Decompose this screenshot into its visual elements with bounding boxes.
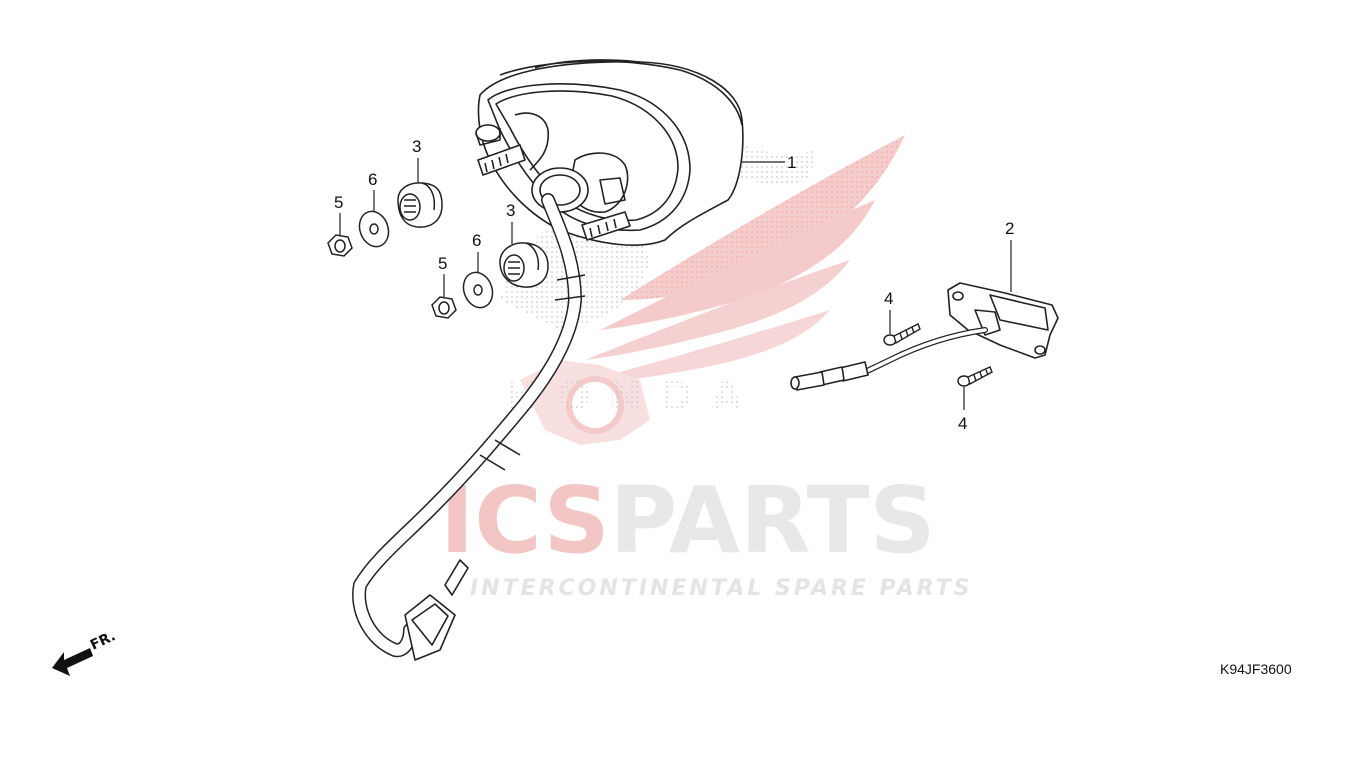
direction-label: FR. bbox=[88, 628, 118, 653]
grommet-lower bbox=[499, 242, 549, 288]
callout-1: 1 bbox=[787, 153, 796, 172]
callout-6-upper: 6 bbox=[368, 170, 377, 189]
washer-upper bbox=[358, 210, 390, 248]
screw-lower bbox=[957, 366, 993, 387]
brand-parts: PARTS bbox=[610, 467, 936, 574]
screw-upper bbox=[883, 323, 921, 346]
brand-tagline: INTERCONTINENTAL SPARE PARTS bbox=[470, 576, 972, 601]
callout-3-upper: 3 bbox=[412, 137, 421, 156]
diagram-code: K94JF3600 bbox=[1220, 661, 1292, 677]
washer-lower bbox=[462, 271, 494, 309]
callout-5-upper: 5 bbox=[334, 193, 343, 212]
callouts: 1 2 3 3 4 4 5 5 6 6 bbox=[334, 137, 1014, 433]
callout-6-lower: 6 bbox=[472, 231, 481, 250]
license-light bbox=[790, 282, 1059, 391]
callout-5-lower: 5 bbox=[438, 254, 447, 273]
nut-upper bbox=[327, 234, 353, 257]
nut-lower bbox=[431, 296, 457, 319]
brand-wordmark: ICSPARTS bbox=[440, 467, 936, 574]
front-direction-arrow: FR. bbox=[52, 628, 118, 676]
leader-lines bbox=[339, 158, 1012, 410]
callout-4-upper: 4 bbox=[884, 289, 893, 308]
brand-s: S bbox=[543, 467, 609, 574]
taillight-assembly bbox=[352, 59, 744, 661]
stud-right bbox=[581, 211, 631, 241]
callout-2: 2 bbox=[1005, 219, 1014, 238]
stud-left bbox=[475, 124, 526, 176]
grommet-upper bbox=[397, 182, 443, 228]
harness-connector bbox=[404, 559, 469, 661]
callout-3-lower: 3 bbox=[506, 201, 515, 220]
arrow-left-icon bbox=[52, 648, 93, 676]
callout-4-lower: 4 bbox=[958, 414, 967, 433]
license-light-wire bbox=[862, 327, 988, 375]
